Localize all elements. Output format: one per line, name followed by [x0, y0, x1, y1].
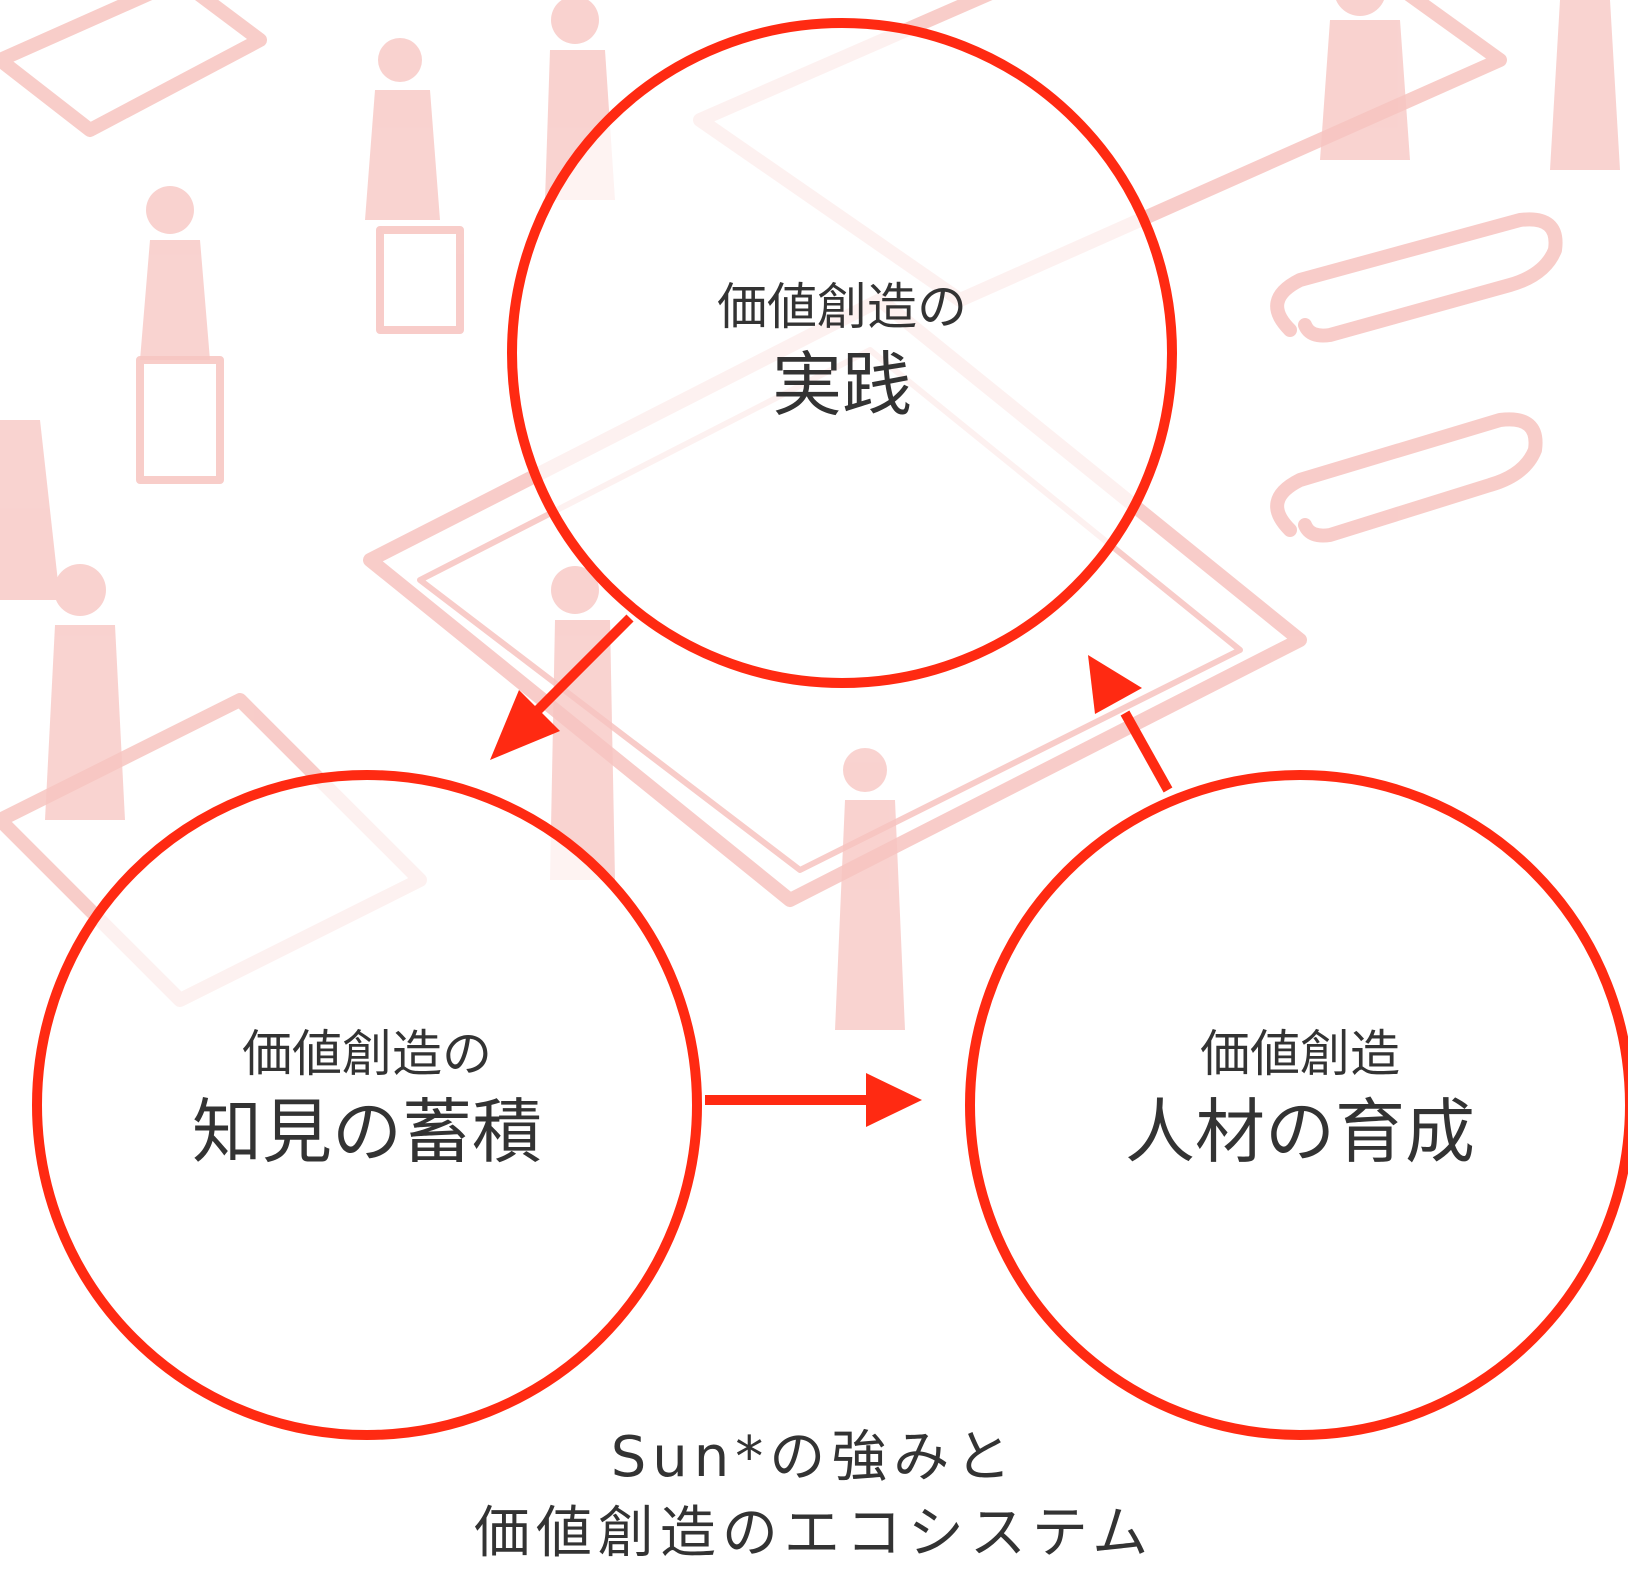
node-label-knowledge: 価値創造の 知見の蓄積: [192, 1022, 542, 1178]
node-main-talent: 人材の育成: [1125, 1091, 1475, 1173]
arrow-talent-to-practice: [1088, 655, 1173, 793]
caption-line-2: 価値創造のエコシステム: [473, 1500, 1155, 1566]
caption-line-1: Sun*の強みと: [610, 1425, 1018, 1490]
node-main-knowledge: 知見の蓄積: [192, 1091, 542, 1173]
node-circle-knowledge: [32, 770, 702, 1440]
node-label-practice: 価値創造の 実践: [717, 275, 967, 431]
node-label-talent: 価値創造 人材の育成: [1125, 1022, 1475, 1178]
node-circle-practice: [507, 18, 1177, 688]
node-sub-knowledge: 価値創造の: [242, 1025, 492, 1083]
arrow-knowledge-to-talent: [705, 1073, 922, 1127]
arrow-practice-to-knowledge: [490, 614, 634, 760]
diagram-caption: Sun*の強みと 価値創造のエコシステム: [0, 1420, 1628, 1571]
node-sub-practice: 価値創造の: [717, 278, 967, 336]
node-circle-talent: [965, 770, 1628, 1440]
node-sub-talent: 価値創造: [1200, 1025, 1400, 1083]
node-main-practice: 実践: [772, 344, 912, 426]
